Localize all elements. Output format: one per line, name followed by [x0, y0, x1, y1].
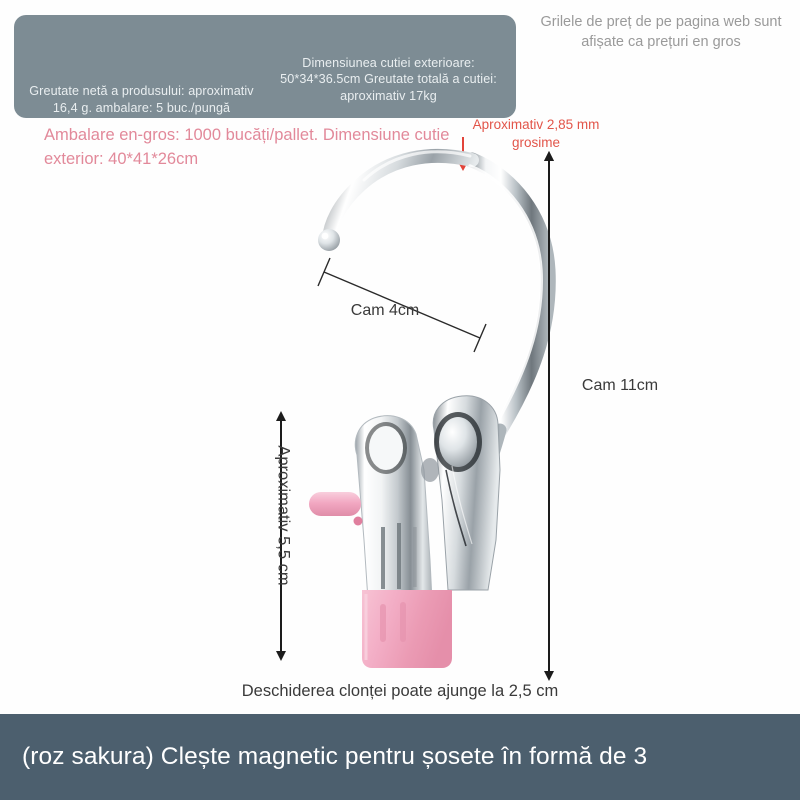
clip-rear-jaw	[432, 395, 501, 591]
thickness-pointer-arrow-icon	[458, 137, 468, 171]
clip-ring-hole-left	[365, 422, 407, 474]
bottom-banner: (roz sakura) Clește magnetic pentru șose…	[0, 714, 800, 800]
clip-pivot	[421, 458, 439, 482]
clip-ring-hole-right	[434, 412, 482, 472]
clip-rib-1	[381, 527, 385, 589]
info-panel-column-weight: Greutate netă a produsului: aproximativ …	[29, 84, 254, 115]
pink-handle-pin	[353, 516, 363, 526]
dim-tick-right	[473, 323, 487, 353]
dim-label-total-height: Cam 11cm	[581, 377, 659, 394]
dim-label-hook-width: Cam 4cm	[350, 302, 420, 319]
banner-title: (roz sakura) Clește magnetic pentru șose…	[22, 743, 648, 770]
info-panel: Greutate netă a produsului: aproximativ …	[14, 15, 516, 118]
clip-ring-inner-left	[369, 426, 403, 470]
thickness-note: Aproximativ 2,85 mm grosime	[472, 117, 600, 150]
hook-ball-highlight	[321, 232, 329, 240]
clip-ring-inner-right	[439, 417, 477, 467]
info-panel-column-carton: Dimensiunea cutiei exterioare: 50*34*36.…	[280, 55, 497, 103]
hook-shank	[467, 423, 507, 519]
pink-handle	[309, 492, 361, 516]
dim-arrow-total-height	[544, 151, 553, 681]
clip-front-jaw	[354, 415, 433, 601]
clip-rib-2	[397, 523, 401, 589]
pink-silicone-tip	[362, 590, 452, 668]
hook-highlight	[468, 164, 543, 426]
jaw-opening-caption: Deschiderea clonței poate ajunge la 2,5 …	[241, 682, 559, 700]
pink-tip-groove-1	[380, 604, 386, 642]
header-note: Grilele de preț de pe pagina web sunt af…	[540, 14, 782, 50]
wholesale-note: Ambalare en-gros: 1000 bucăți/pallet. Di…	[44, 126, 450, 168]
dim-arrow-clip-height	[276, 411, 285, 661]
pink-tip-groove-2	[400, 602, 406, 642]
clip-rib-3	[413, 527, 417, 587]
hook-ball-tip	[318, 229, 340, 251]
hook-right-curve	[464, 152, 556, 438]
clip-spring-wire	[445, 469, 467, 547]
clip-spring-wire-highlight	[451, 465, 473, 545]
dim-tick-left	[317, 257, 331, 287]
dim-label-clip-height: Aproximativ 5,5 cm	[274, 445, 293, 586]
